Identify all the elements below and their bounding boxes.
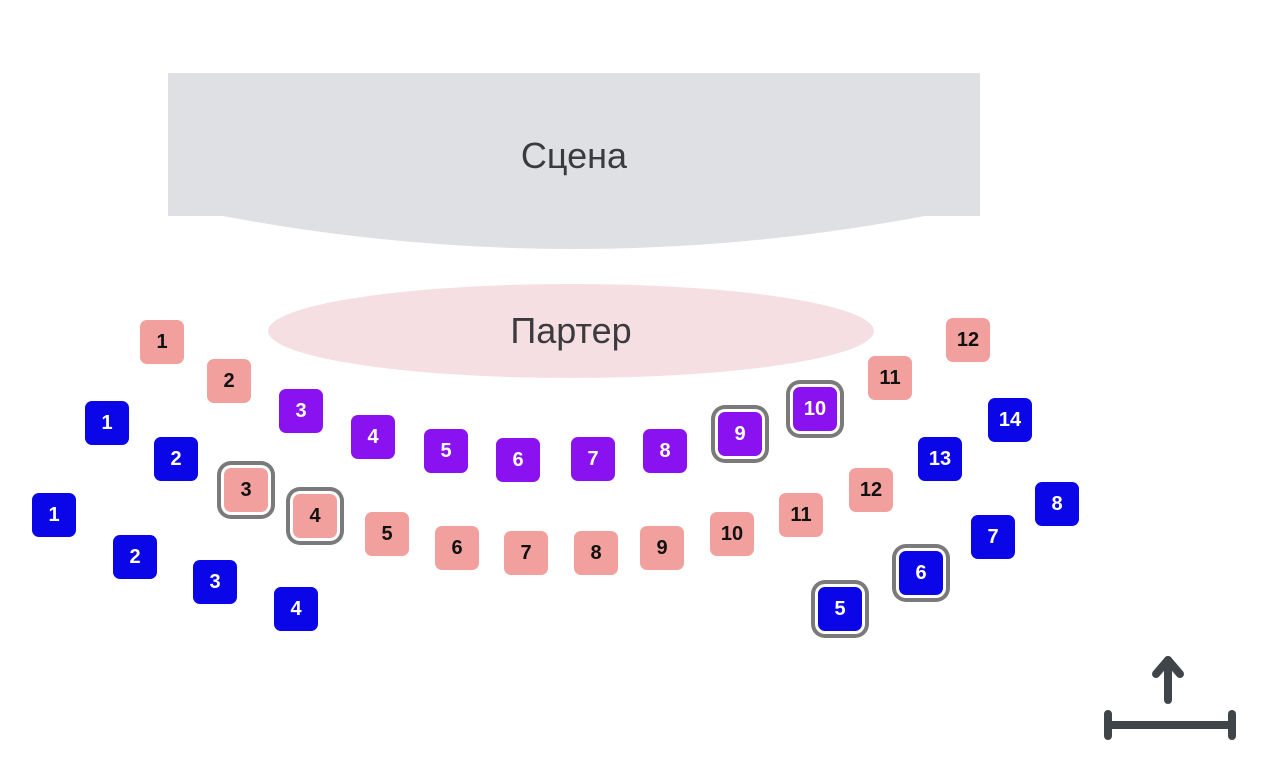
seat-pink-mid-5[interactable]: 5 xyxy=(365,512,409,556)
seat-blue-a-13[interactable]: 13 xyxy=(918,437,962,481)
seat-purple-3[interactable]: 3 xyxy=(279,389,323,433)
seat-purple-5[interactable]: 5 xyxy=(424,429,468,473)
seat-pink-mid-7[interactable]: 7 xyxy=(504,531,548,575)
arrow-up-bar-icon[interactable] xyxy=(1100,652,1240,744)
parterre-zone[interactable] xyxy=(268,284,874,378)
seat-pink-top-2[interactable]: 2 xyxy=(207,359,251,403)
seat-pink-mid-4[interactable]: 4 xyxy=(293,494,337,538)
seat-blue-b-3[interactable]: 3 xyxy=(193,560,237,604)
seat-blue-a-14[interactable]: 14 xyxy=(988,398,1032,442)
seat-blue-a-2[interactable]: 2 xyxy=(154,437,198,481)
seat-pink-mid-12[interactable]: 12 xyxy=(849,468,893,512)
seat-pink-top-1[interactable]: 1 xyxy=(140,320,184,364)
parterre-label: Партер xyxy=(510,310,632,351)
seat-pink-mid-8[interactable]: 8 xyxy=(574,531,618,575)
seat-blue-b-2[interactable]: 2 xyxy=(113,535,157,579)
seat-pink-mid-6[interactable]: 6 xyxy=(435,526,479,570)
seat-pink-mid-10[interactable]: 10 xyxy=(710,512,754,556)
seat-blue-b-5[interactable]: 5 xyxy=(818,587,862,631)
seat-pink-mid-11[interactable]: 11 xyxy=(779,493,823,537)
seat-purple-10[interactable]: 10 xyxy=(793,387,837,431)
seat-blue-b-6[interactable]: 6 xyxy=(899,551,943,595)
seat-purple-7[interactable]: 7 xyxy=(571,437,615,481)
seat-blue-b-8[interactable]: 8 xyxy=(1035,482,1079,526)
stage-label: Сцена xyxy=(520,135,628,176)
seat-pink-mid-3[interactable]: 3 xyxy=(224,468,268,512)
seat-blue-b-7[interactable]: 7 xyxy=(971,515,1015,559)
stage xyxy=(168,73,980,249)
seat-pink-mid-9[interactable]: 9 xyxy=(640,526,684,570)
seat-purple-6[interactable]: 6 xyxy=(496,438,540,482)
seat-purple-9[interactable]: 9 xyxy=(718,412,762,456)
seat-purple-8[interactable]: 8 xyxy=(643,429,687,473)
seat-blue-a-1[interactable]: 1 xyxy=(85,401,129,445)
seat-purple-4[interactable]: 4 xyxy=(351,415,395,459)
seat-pink-top-11[interactable]: 11 xyxy=(868,356,912,400)
seat-pink-top-12[interactable]: 12 xyxy=(946,318,990,362)
seat-blue-b-1[interactable]: 1 xyxy=(32,493,76,537)
seat-blue-b-4[interactable]: 4 xyxy=(274,587,318,631)
